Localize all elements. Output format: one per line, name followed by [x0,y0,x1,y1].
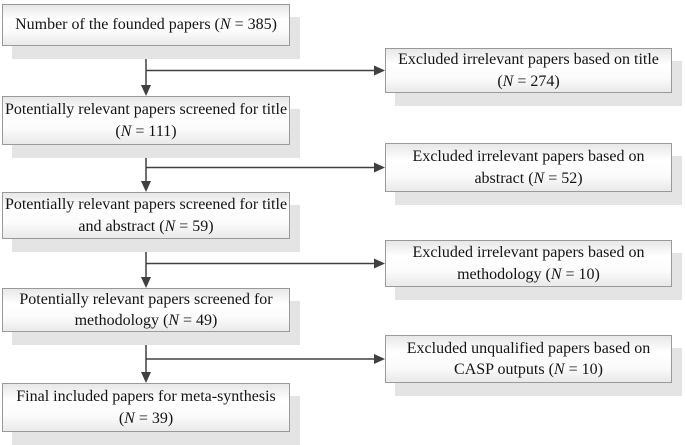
arrowhead-right-icon [374,162,385,173]
box-screened-methodology: Potentially relevant papers screened for… [2,288,290,332]
box-text-line: Number of the founded papers (N = 385) [15,16,277,34]
arrow-branch-excluded-abstract [146,162,385,173]
arrow-screened-title-to-title-abstract [141,145,151,192]
box-text-line: Excluded irrelevant papers based on [412,244,645,261]
box-text-line: Potentially relevant papers screened for… [4,101,288,118]
arrow-methodology-to-final [141,332,151,383]
box-text-line: and abstract (N = 59) [78,217,214,235]
box-final-included: Final included papers for meta-synthesis… [2,383,290,432]
box-text-line: Potentially relevant papers screened for… [4,196,288,213]
arrow-branch-excluded-methodology [146,258,385,269]
arrowhead-down-icon [141,181,151,192]
arrowhead-right-icon [374,65,385,76]
box-screened-title-abstract: Potentially relevant papers screened for… [2,192,290,239]
box-excluded-abstract: Excluded irrelevant papers based on abst… [385,143,672,192]
box-text-line: (N = 111) [115,122,177,140]
arrow-found-to-screened-title [141,46,151,96]
box-excluded-casp: Excluded unqualified papers based on CAS… [385,335,672,383]
arrowhead-down-icon [141,85,151,96]
box-text-line: abstract (N = 52) [474,169,583,187]
arrowhead-down-icon [141,277,151,288]
box-text-line: methodology (N = 49) [74,312,218,329]
box-text-line: Excluded unqualified papers based on [406,339,651,357]
box-screened-title: Potentially relevant papers screened for… [2,96,290,145]
arrowhead-down-icon [141,372,151,383]
arrow-branch-excluded-casp [146,354,385,364]
box-text-line: CASP outputs (N = 10) [454,361,603,378]
box-text-line: Excluded irrelevant papers based on [412,148,645,165]
box-excluded-methodology: Excluded irrelevant papers based on meth… [385,240,672,287]
box-text-line: (N = 39) [118,409,174,427]
arrowhead-right-icon [374,354,385,364]
box-text-line: Excluded irrelevant papers based on titl… [398,51,659,68]
arrow-branch-excluded-title [146,65,385,76]
arrow-title-abstract-to-methodology [141,239,151,288]
box-text-line: Final included papers for meta-synthesis [16,388,276,405]
box-found-papers: Number of the founded papers (N = 385) [2,4,290,46]
box-excluded-title: Excluded irrelevant papers based on titl… [385,48,672,93]
box-text-line: Potentially relevant papers screened for [19,290,273,308]
box-text-line: (N = 274) [497,72,560,90]
box-text-line: methodology (N = 10) [457,265,600,283]
arrowhead-right-icon [374,258,385,269]
